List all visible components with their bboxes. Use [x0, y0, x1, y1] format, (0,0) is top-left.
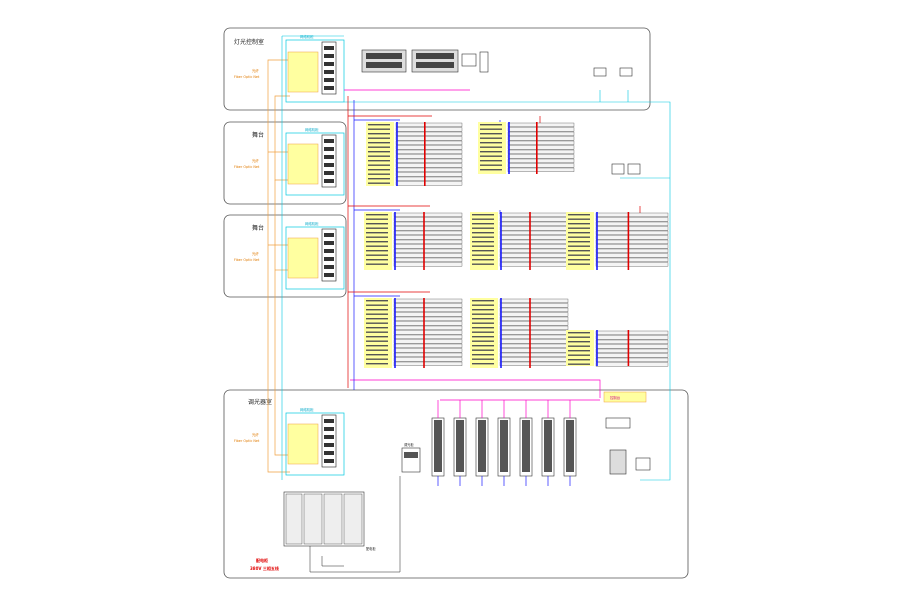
rack-title: 网络机柜 — [305, 221, 319, 226]
channel-table — [478, 122, 575, 174]
dmx-line — [344, 89, 601, 401]
fiber-label-group: 光纤 Fiber Optic Net 光纤 Fiber Optic Net 光纤… — [234, 68, 260, 443]
rack-title: 网络机柜 — [305, 127, 319, 132]
monitor-icon — [593, 67, 641, 175]
dimmer-rack-icon — [519, 400, 533, 486]
stage-right-label: 舞台 — [252, 224, 264, 232]
stage-left-room-boundary — [223, 121, 347, 205]
control-room-label: 灯光控制室 — [234, 38, 264, 46]
channel-table — [364, 212, 463, 270]
fiber-label: 光纤 — [252, 432, 259, 437]
network-rack-stage-left: 网络机柜 — [285, 127, 345, 196]
dimmer-rack-icon — [541, 400, 555, 486]
dimmer-racks — [431, 400, 577, 486]
rack-icon — [321, 414, 337, 468]
red-note-title: 配电柜 — [256, 557, 268, 563]
fiber-sub-label: Fiber Optic Net — [234, 258, 260, 262]
power-feeds — [309, 476, 401, 573]
dimmer-room-label: 调光器室 — [248, 398, 272, 406]
channel-table — [470, 212, 569, 270]
rack-title: 网络机柜 — [300, 407, 314, 412]
network-rack-stage-right: 网络机柜 — [285, 221, 345, 290]
dimmer-room-boundary — [223, 389, 689, 579]
dimmer-rack-icon — [453, 400, 467, 486]
fiber-sub-label: Fiber Optic Net — [234, 75, 260, 79]
fiber-label: 光纤 — [252, 158, 259, 163]
fiber-sub-label: Fiber Optic Net — [234, 439, 260, 443]
rack-icon — [321, 41, 337, 95]
channel-table — [470, 298, 569, 368]
dimmer-cabinet-title: 调光柜 — [404, 442, 414, 447]
fiber-label: 光纤 — [252, 251, 259, 256]
fiber-sub-label: Fiber Optic Net — [234, 165, 260, 169]
fiber-trunk — [267, 59, 290, 473]
dimmer-channel-tables — [364, 122, 669, 368]
blue-feed-lines — [353, 100, 501, 390]
channel-table — [364, 298, 463, 368]
computer-icon — [461, 51, 489, 73]
channel-table — [566, 330, 669, 367]
dimmer-rack-icon — [431, 400, 445, 486]
dimmer-cabinet-icon: 调光柜 — [401, 442, 421, 473]
power-cabinet-icon: 配电柜 — [283, 491, 376, 551]
red-note-sub: 380V 三相五线 — [250, 565, 279, 571]
fiber-label: 光纤 — [252, 68, 259, 73]
right-control-panel: 控制台 — [603, 391, 651, 475]
channel-table — [566, 212, 669, 270]
red-feed-lines — [347, 96, 641, 388]
right-panel-title: 控制台 — [610, 395, 621, 400]
dimmer-rack-icon — [475, 400, 489, 486]
rack-icon — [321, 228, 337, 282]
control-room-boundary — [223, 27, 651, 111]
channel-table — [366, 122, 463, 186]
dimmer-rack-icon — [563, 400, 577, 486]
rack-title: 网络机柜 — [300, 34, 314, 39]
network-rack-control: 网络机柜 — [285, 34, 345, 103]
stage-left-label: 舞台 — [252, 131, 264, 139]
console-icon — [361, 49, 459, 73]
rack-icon — [321, 134, 337, 188]
stage-right-room-boundary — [223, 214, 347, 298]
power-label: 配电柜 — [366, 546, 376, 551]
cyan-data-trunk — [281, 35, 671, 481]
network-rack-dimmer: 网络机柜 — [285, 407, 345, 476]
dimmer-rack-icon — [497, 400, 511, 486]
